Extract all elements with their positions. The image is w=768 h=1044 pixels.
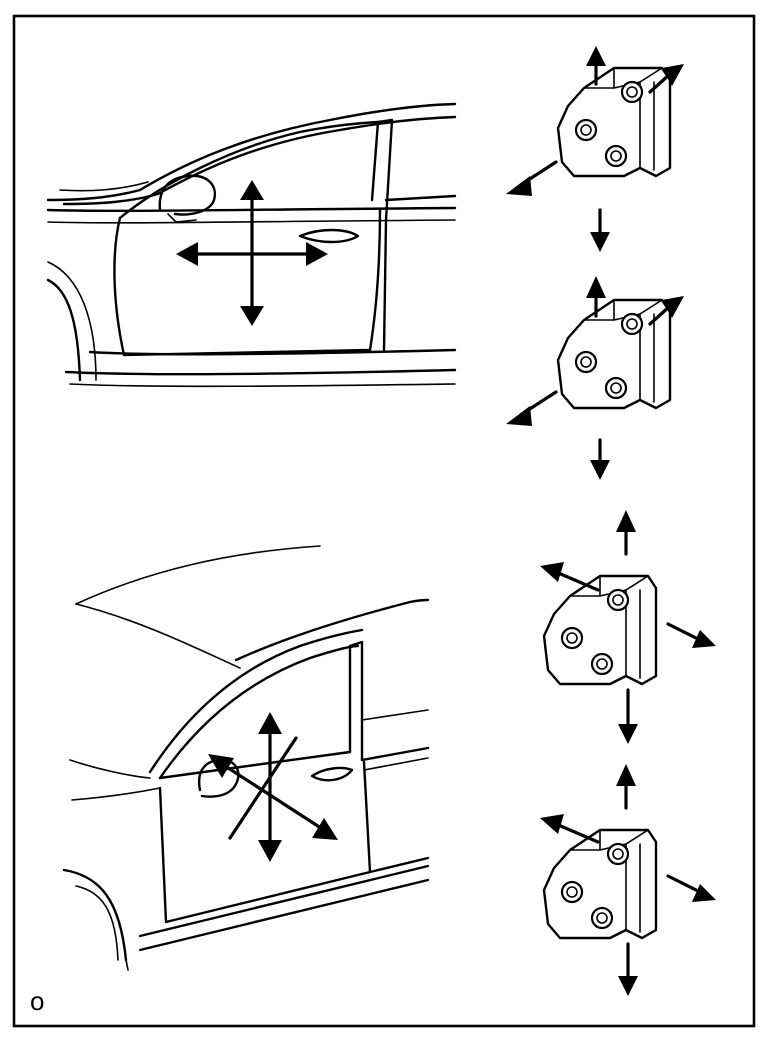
- sedan-lower-illustration: [62, 545, 430, 971]
- door-hinge-4: [540, 764, 716, 996]
- sedan-upper-illustration: [46, 102, 457, 388]
- door-hinge-3: [540, 510, 716, 744]
- corner-label: o: [30, 986, 44, 1016]
- arrow-icon: [176, 180, 328, 326]
- arrow-icon: [208, 712, 338, 862]
- door-hinge-1: [506, 46, 684, 252]
- border-frame: [12, 14, 756, 1028]
- door-hinge-2: [506, 276, 684, 480]
